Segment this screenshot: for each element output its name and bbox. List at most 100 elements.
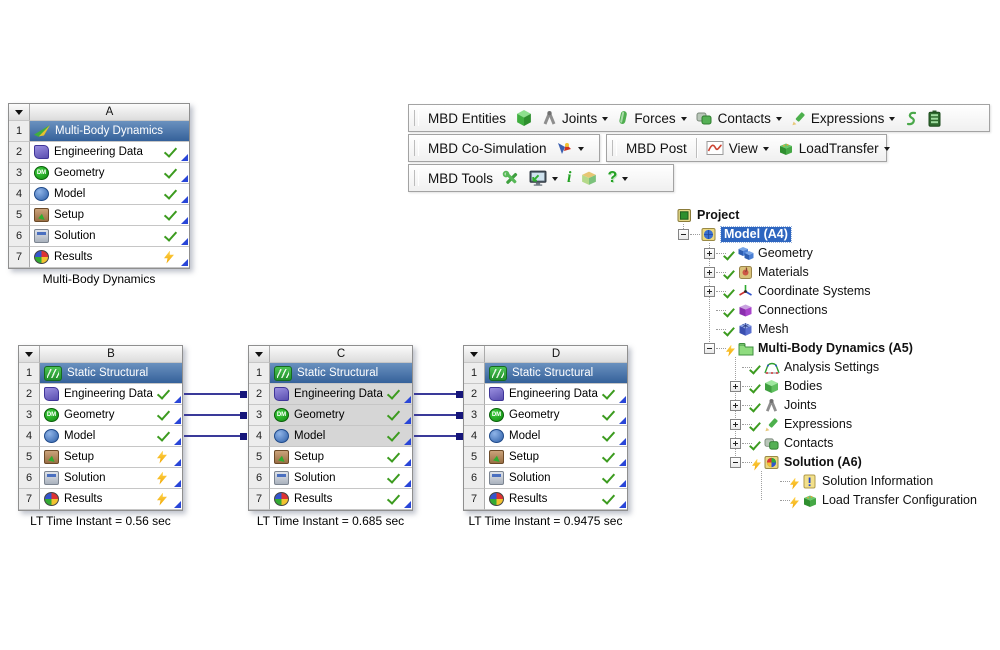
cell-geometry[interactable]: 3Geometry — [464, 405, 627, 426]
system-title-row[interactable]: 1 Static Structural — [19, 363, 182, 384]
toolbar-grip[interactable] — [414, 140, 419, 156]
block-menu-button[interactable] — [9, 104, 30, 121]
model-sphere-icon — [34, 187, 49, 201]
link-b-to-c — [184, 435, 240, 437]
tree-item-multi-body-dynamics[interactable]: Multi-Body Dynamics (A5) — [0, 339, 1000, 358]
status-up-to-date — [163, 143, 178, 158]
loadtransfer-dropdown[interactable]: LoadTransfer — [778, 141, 890, 156]
dm-geometry-icon — [34, 166, 49, 180]
system-title-row[interactable]: 1 Static Structural — [464, 363, 627, 384]
block-menu-button[interactable] — [464, 346, 485, 363]
collapse-icon[interactable] — [704, 343, 715, 354]
row-number: 6 — [9, 226, 30, 247]
collapse-icon[interactable] — [678, 229, 689, 240]
info-icon[interactable]: i — [567, 169, 572, 186]
tools-button[interactable] — [502, 170, 520, 187]
link-c-to-d — [414, 393, 456, 395]
expand-icon[interactable] — [730, 419, 741, 430]
block-menu-button[interactable] — [19, 346, 40, 363]
tree-item-model[interactable]: Model (A4) — [0, 225, 1000, 244]
view-dropdown[interactable]: View — [706, 141, 769, 156]
solution-grid-icon — [274, 471, 289, 485]
tree-item-materials[interactable]: Materials — [0, 263, 1000, 282]
tree-item-load-transfer-configuration[interactable]: Load Transfer Configuration — [0, 491, 1000, 510]
system-title-row[interactable]: 1 Multi-Body Dynamics — [9, 121, 189, 142]
expand-icon[interactable] — [704, 248, 715, 259]
tree-item-analysis-settings[interactable]: Analysis Settings — [0, 358, 1000, 377]
chevron-down-icon — [15, 109, 23, 119]
block-menu-button[interactable] — [249, 346, 270, 363]
row-number: 7 — [464, 489, 485, 510]
contacts-dropdown[interactable]: Contacts — [696, 111, 782, 126]
cell-geometry[interactable]: 3Geometry — [9, 163, 189, 184]
expressions-dropdown[interactable]: Expressions — [791, 111, 896, 126]
toolbar-grip[interactable] — [612, 140, 617, 156]
expand-icon[interactable] — [730, 438, 741, 449]
tree-item-coordinate-systems[interactable]: Coordinate Systems — [0, 282, 1000, 301]
tree-item-contacts[interactable]: Contacts — [0, 434, 1000, 453]
cell-geometry[interactable]: 3Geometry — [19, 405, 182, 426]
entities-cube-button[interactable] — [515, 109, 533, 127]
joints-dropdown[interactable]: Joints — [542, 110, 609, 126]
system-title: Static Structural — [512, 367, 594, 379]
model-sphere-icon — [274, 429, 289, 443]
collapse-icon[interactable] — [730, 457, 741, 468]
expand-icon[interactable] — [704, 267, 715, 278]
tree-item-bodies[interactable]: Bodies — [0, 377, 1000, 396]
package-button[interactable] — [580, 170, 598, 186]
tree-item-geometry[interactable]: Geometry — [0, 244, 1000, 263]
tree-item-mesh[interactable]: Mesh — [0, 320, 1000, 339]
expand-icon[interactable] — [730, 381, 741, 392]
tree-item-solution-information[interactable]: Solution Information — [0, 472, 1000, 491]
refresh-button[interactable] — [904, 111, 919, 126]
properties-indicator — [181, 196, 188, 203]
toolbar-grip[interactable] — [414, 170, 419, 186]
forces-dropdown[interactable]: Forces — [617, 110, 687, 126]
chevron-down-icon — [255, 351, 263, 361]
export-monitor-dropdown[interactable] — [529, 170, 559, 186]
tree-item-connections[interactable]: Connections — [0, 301, 1000, 320]
toolbar-grip[interactable] — [414, 110, 419, 126]
tree-item-expressions[interactable]: Expressions — [0, 415, 1000, 434]
expand-icon[interactable] — [730, 400, 741, 411]
tree-item-project[interactable]: Project — [0, 206, 1000, 225]
chevron-down-icon — [602, 116, 609, 124]
properties-indicator — [619, 438, 626, 445]
setup-box-icon — [44, 450, 59, 464]
link-b-to-c — [184, 393, 240, 395]
co-simulation-icon — [557, 142, 571, 154]
system-title-row[interactable]: 1 Static Structural — [249, 363, 412, 384]
battery-button[interactable] — [928, 110, 941, 127]
help-dropdown[interactable]: ? — [607, 170, 629, 186]
pencil-icon — [763, 417, 780, 433]
row-number: 2 — [19, 384, 40, 405]
tree-item-joints[interactable]: Joints — [0, 396, 1000, 415]
properties-indicator — [619, 501, 626, 508]
tree-item-solution[interactable]: Solution (A6) — [0, 453, 1000, 472]
cell-geometry[interactable]: 3Geometry — [249, 405, 412, 426]
cosimulation-dropdown[interactable] — [556, 141, 584, 156]
expand-icon[interactable] — [704, 286, 715, 297]
